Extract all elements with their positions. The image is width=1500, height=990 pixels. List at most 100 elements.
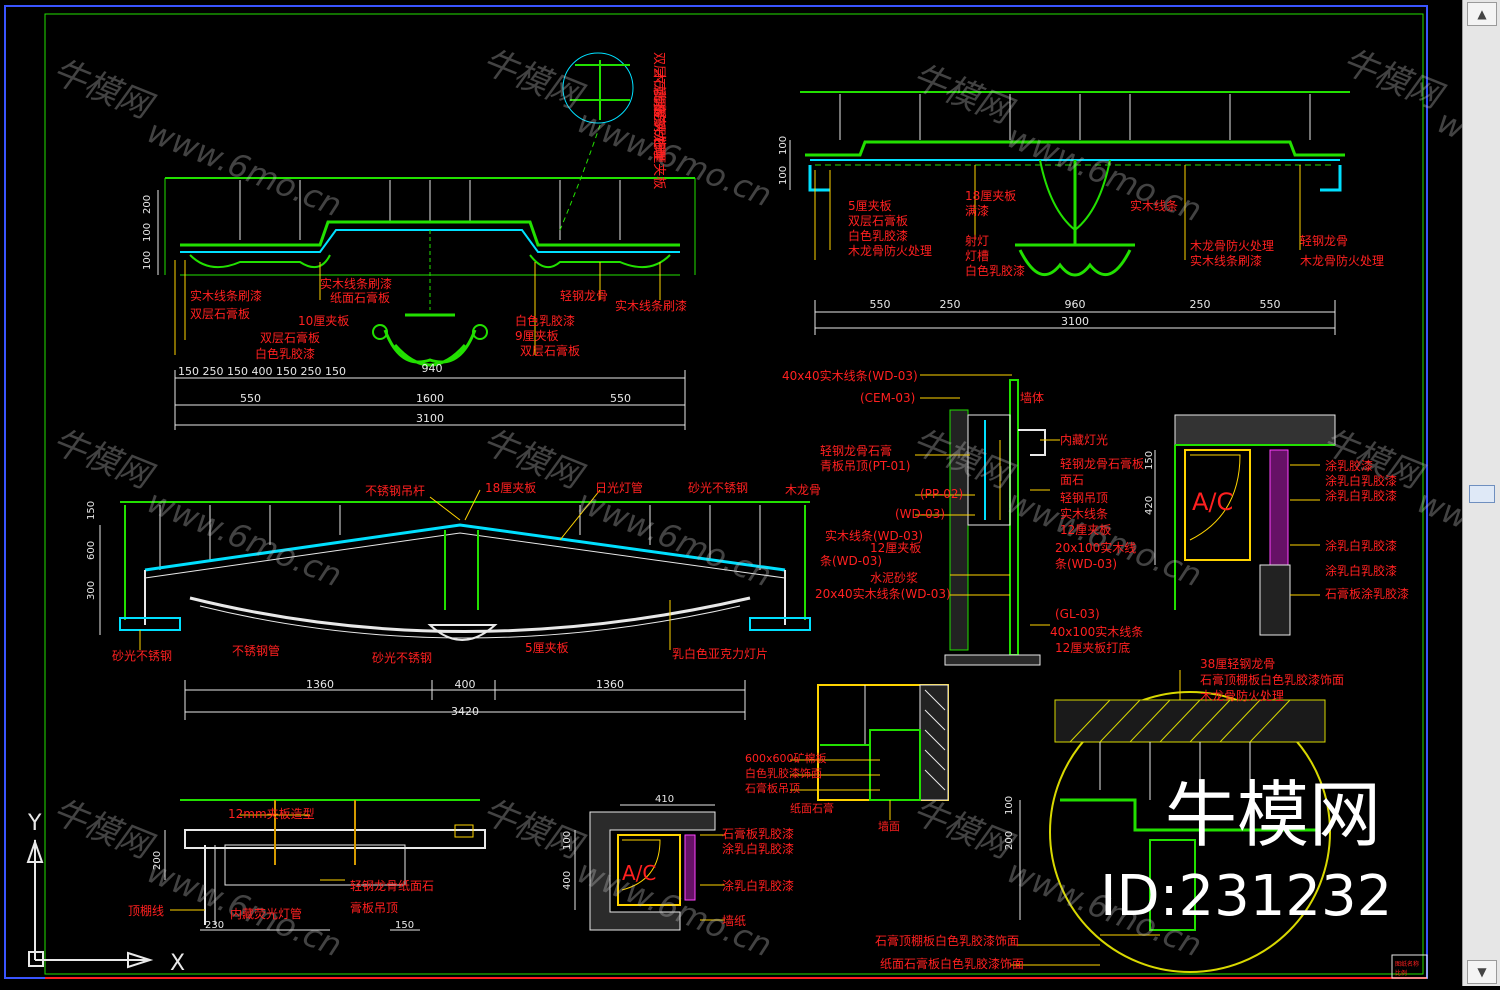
dimension-text: 1600 — [416, 392, 444, 405]
watermark-brand: 牛模网 — [477, 791, 590, 868]
callout-label: 白色乳胶漆 — [255, 346, 315, 361]
callout-label: (WD-03) — [895, 507, 945, 521]
callout-label: 20x40实木线条(WD-03) — [815, 586, 951, 601]
callout-label: 轻钢龙骨纸面石 — [350, 879, 434, 893]
watermark-brand: 牛模网 — [47, 51, 160, 128]
dimension-text: 250 — [1190, 298, 1211, 311]
dimension-text: 150 — [1144, 451, 1155, 470]
section-b — [789, 91, 1350, 335]
callout-label: 膏板吊顶 — [350, 900, 398, 915]
watermark-brand: 牛模网 — [47, 421, 160, 498]
callout-label: 灯槽 — [965, 249, 989, 263]
vertical-scrollbar[interactable]: ▲ ▼ — [1462, 0, 1500, 986]
scroll-down-button[interactable]: ▼ — [1467, 960, 1497, 984]
callout-label: 涂乳白乳胶漆 — [1325, 473, 1397, 488]
callout-label: 白色乳胶漆 — [965, 263, 1025, 278]
dimension-text: 550 — [870, 298, 891, 311]
dimension-text: 420 — [1144, 496, 1155, 515]
callout-label: 木龙骨防火处理 — [848, 243, 932, 258]
callout-label: 涂乳胶漆 — [1325, 458, 1373, 473]
detail-wall — [915, 374, 1060, 666]
callout-label: 轻钢吊顶 — [1060, 491, 1108, 505]
callout-label: 石膏板吊顶 — [745, 781, 800, 795]
dimension-text: 100 — [142, 251, 153, 270]
callout-label: 双层石膏板 — [520, 343, 580, 358]
dimension-text: 400 — [562, 871, 573, 890]
ac-label: A/C — [622, 861, 656, 885]
callout-label: 吊杆 — [651, 124, 666, 150]
callout-label: 轻钢龙骨石膏 — [820, 443, 892, 458]
watermark-brand: 牛模网 — [477, 41, 590, 118]
dimension-text: 230 — [205, 920, 224, 931]
callout-label: 9厘夹板 — [515, 329, 559, 343]
callout-label: 乳白色亚克力灯片 — [672, 646, 768, 661]
callout-label: 实木线条刷漆 — [320, 276, 392, 291]
watermark-site: www.6mo.cn — [1432, 102, 1462, 214]
callout-label: 40x100实木线条 — [1050, 624, 1143, 639]
callout-label: 实木线条 — [1130, 198, 1178, 213]
callout-label: 双层石膏板 — [651, 52, 667, 117]
callout-label: 12厘夹板打底 — [1055, 640, 1130, 655]
watermark-brand: 牛模网 — [907, 791, 1020, 868]
watermark-brand: 牛模网 — [1337, 41, 1450, 118]
callout-label: 20x100实木线 — [1055, 540, 1136, 555]
callout-label: 轻钢龙骨石膏板 — [1060, 456, 1144, 471]
callout-label: 实木线条刷漆 — [190, 288, 262, 303]
callout-label: 内藏灯光 — [1060, 433, 1108, 447]
scrollbar-thumb[interactable] — [1469, 485, 1495, 503]
callout-label: 水泥砂浆 — [870, 570, 918, 585]
dimension-text: 100 — [142, 223, 153, 242]
callout-label: 轻钢龙骨 — [560, 289, 608, 303]
dimension-text: 150 250 150 400 150 250 150 — [178, 365, 346, 378]
callout-label: 实木线条刷漆 — [1190, 253, 1262, 268]
dimension-text: 410 — [655, 794, 674, 805]
dimension-text: 300 — [86, 581, 97, 600]
detail-ac — [1154, 414, 1336, 636]
dimension-text: 550 — [240, 392, 261, 405]
watermark-site: www.6mo.cn — [572, 102, 777, 214]
watermark-site: www.6mo.cn — [142, 482, 347, 594]
dimension-text: 150 — [395, 920, 414, 931]
dimension-text: 960 — [1065, 298, 1086, 311]
callout-label: 砂光不锈钢 — [372, 651, 432, 665]
callout-label: 12厘夹板 — [870, 541, 921, 555]
ucs-x-label: X — [170, 951, 185, 976]
dimension-text: 400 — [455, 678, 476, 691]
detail-small — [790, 684, 949, 820]
callout-label: 白色乳胶漆饰面 — [745, 766, 822, 780]
dimension-text: 600 — [86, 541, 97, 560]
ucs-icon — [26, 838, 154, 969]
dimension-text: 100 — [562, 831, 573, 850]
dimension-text: 940 — [422, 362, 443, 375]
callout-label: 顶棚线 — [128, 903, 164, 918]
detail-bottom-ac — [574, 804, 725, 931]
callout-label: 墙面 — [878, 819, 900, 833]
callout-label: 石膏顶棚板白色乳胶漆饰面 — [875, 933, 1019, 948]
callout-label: 内藏荧光灯管 — [230, 906, 302, 921]
callout-label: 木龙骨 — [785, 483, 821, 497]
dimension-text: 550 — [1260, 298, 1281, 311]
callout-label: 纸面石膏 — [790, 801, 834, 815]
callout-label: 涂乳白乳胶漆 — [722, 878, 794, 893]
callout-label: 5厘夹板 — [525, 641, 569, 655]
watermark-site: www.6mo.cn — [572, 482, 777, 594]
callout-label: 12mm夹板造型 — [228, 807, 315, 821]
callout-label: 石膏板涂乳胶漆 — [1325, 586, 1409, 601]
callout-label: 实木线条(WD-03) — [825, 528, 923, 543]
callout-label: 实木线条 — [1060, 506, 1108, 521]
callout-label: (PP-02) — [920, 487, 963, 501]
callout-label: 砂光不锈钢 — [688, 481, 748, 495]
scroll-up-button[interactable]: ▲ — [1467, 2, 1497, 26]
dimension-text: 1360 — [596, 678, 624, 691]
callout-label: 18厘夹板 — [485, 481, 536, 495]
callout-label: 射灯 — [965, 233, 989, 248]
dimension-text: 200 — [142, 195, 153, 214]
dimension-text: 150 — [86, 501, 97, 520]
watermark-site: www.6mo.cn — [142, 112, 347, 224]
dimension-text: 550 — [610, 392, 631, 405]
callout-label: 青板吊顶(PT-01) — [820, 459, 910, 473]
callout-label: 涂乳白乳胶漆 — [1325, 538, 1397, 553]
callout-label: 38厘轻钢龙骨 — [1200, 657, 1275, 671]
callout-label: 墙纸 — [722, 914, 746, 928]
